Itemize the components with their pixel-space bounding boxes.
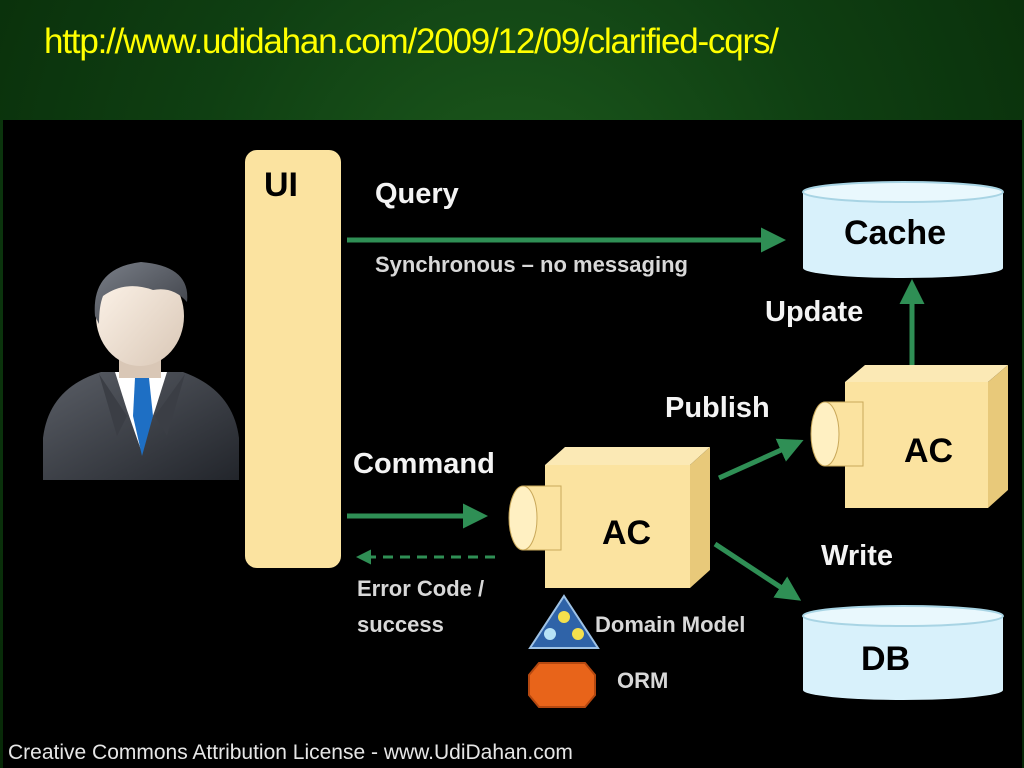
write-arrow: [713, 541, 802, 601]
triangle-icon: [528, 594, 600, 649]
cache-label: Cache: [844, 214, 947, 252]
publish-label: Publish: [665, 392, 770, 424]
ac-command-label: AC: [602, 514, 652, 552]
footer-license: Creative Commons Attribution License - w…: [8, 741, 573, 764]
ac-command-box: [508, 447, 710, 588]
db-store: [802, 605, 1004, 700]
ac-query-label: AC: [904, 432, 954, 470]
query-note: Synchronous – no messaging: [375, 252, 688, 277]
db-label: DB: [861, 640, 911, 678]
update-label: Update: [765, 296, 864, 328]
publish-arrow: [717, 438, 804, 481]
page-title: http://www.udidahan.com/2009/12/09/clari…: [44, 22, 779, 61]
cache-store: [802, 181, 1004, 278]
error-note-line2: success: [357, 612, 444, 637]
octagon-icon: [528, 662, 596, 708]
orm-label: ORM: [617, 668, 669, 693]
cqrs-diagram: UI Query Synchronous – no messaging Cach…: [3, 120, 1022, 768]
error-note-line1: Error Code /: [357, 576, 485, 601]
diagram-canvas: [43, 150, 1008, 708]
businessman-icon: [43, 262, 239, 480]
ui-panel: [245, 150, 341, 568]
command-label: Command: [353, 448, 495, 480]
ac-query-box: [810, 365, 1008, 508]
query-label: Query: [375, 178, 459, 210]
write-label: Write: [821, 540, 893, 572]
domain-model-label: Domain Model: [595, 612, 746, 637]
ui-label: UI: [264, 166, 298, 204]
